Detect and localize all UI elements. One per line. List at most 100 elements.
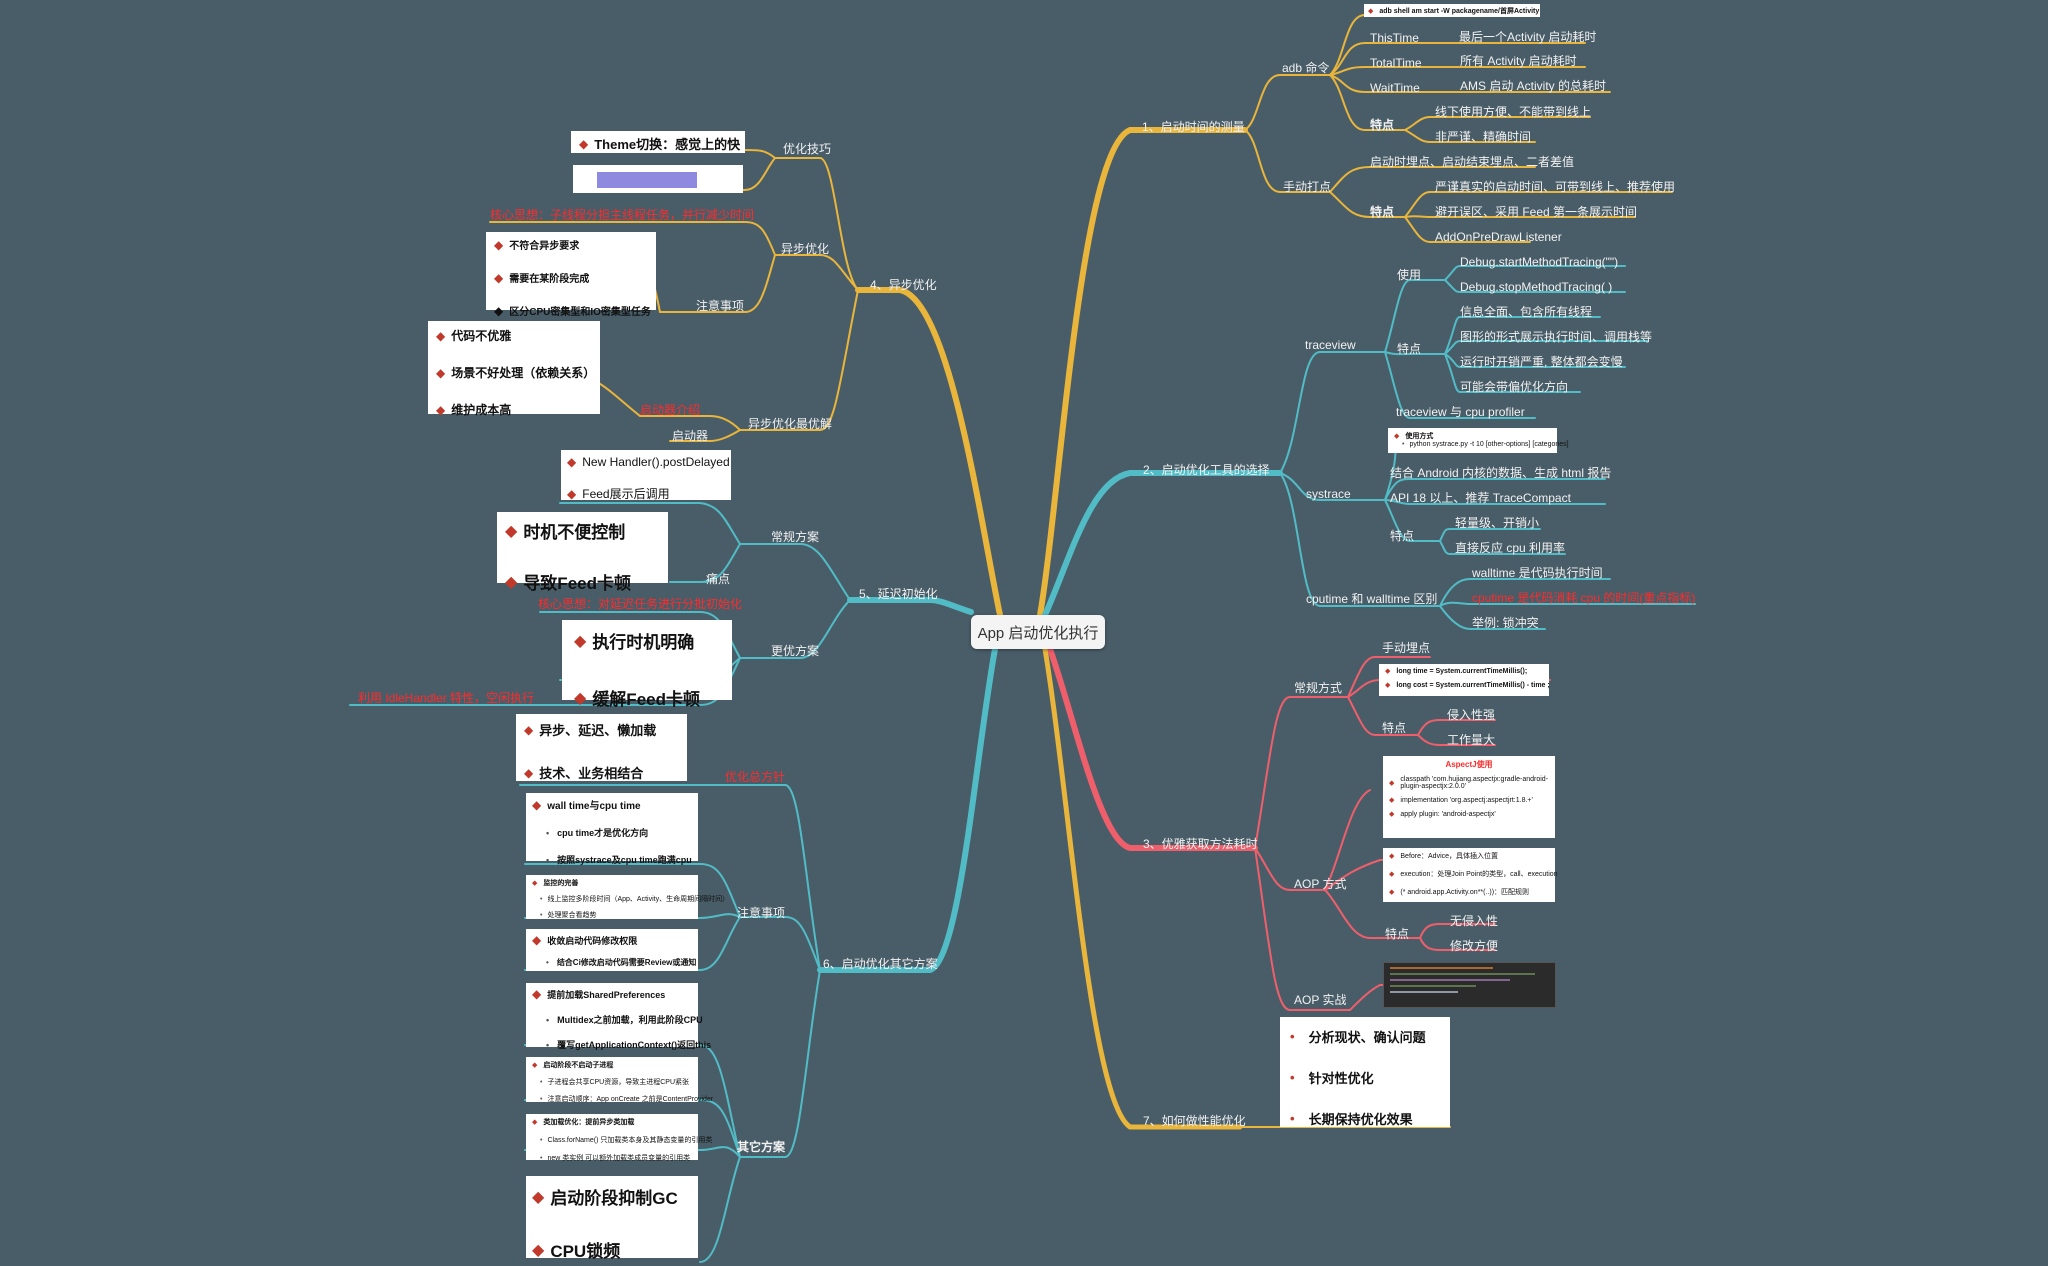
- card-timing-code: ◆long time = System.currentTimeMillis();…: [1379, 664, 1550, 696]
- connector-b4: [855, 287, 1003, 618]
- node-adb-f1[interactable]: 线下使用方便、不能带到线上: [1435, 105, 1592, 119]
- bullet-icon: •: [1290, 1111, 1295, 1126]
- branch-tool-choice[interactable]: 2、启动优化工具的选择: [1143, 463, 1270, 477]
- node-traceview-f3[interactable]: 运行时开销严重, 整体都会变慢: [1460, 355, 1623, 369]
- bullet-icon: ◆: [1368, 8, 1374, 15]
- node-delay-idle[interactable]: 利用 IdleHandler 特性，空闲执行: [358, 691, 535, 705]
- branch-async-opt[interactable]: 4、异步优化: [870, 278, 937, 292]
- node-opt-tips[interactable]: 优化技巧: [783, 142, 832, 156]
- connector-b1: [1037, 127, 1248, 618]
- connector-b3: [1047, 646, 1258, 851]
- node-totaltime[interactable]: TotalTime: [1370, 56, 1422, 70]
- bullet-icon: ◆: [1385, 668, 1391, 675]
- connector-b5: [847, 597, 974, 615]
- bullet-icon: •: [1290, 1029, 1295, 1044]
- node-cputime-walltime[interactable]: cputime 和 walltime 区别: [1306, 592, 1438, 606]
- subprocess-2: 注意启动顺序：App onCreate 之前是ContentProvider: [532, 1094, 713, 1104]
- delay-better-b2: 缓解Feed卡顿: [592, 690, 700, 709]
- async-best-p2: 场景不好处理（依赖关系）: [451, 366, 596, 380]
- node-traceview-use[interactable]: 使用: [1397, 268, 1422, 282]
- bullet-icon: ◆: [505, 522, 518, 540]
- node-manual-f2[interactable]: 避开误区、采用 Feed 第一条展示时间: [1435, 205, 1638, 219]
- node-adb-command[interactable]: adb 命令: [1282, 61, 1330, 75]
- node-normal-f2[interactable]: 工作量大: [1447, 733, 1496, 747]
- node-async[interactable]: 异步优化: [781, 242, 830, 256]
- node-traceview-f1[interactable]: 信息全面、包含所有线程: [1460, 305, 1593, 319]
- async-n3: 区分CPU密集型和IO密集型任务: [509, 307, 651, 318]
- node-manual-f3[interactable]: AddOnPreDrawListener: [1435, 230, 1562, 244]
- async-best-p1: 代码不优雅: [451, 329, 512, 343]
- sp-title: 提前加载SharedPreferences: [547, 989, 666, 1000]
- node-traceview[interactable]: traceview: [1305, 338, 1356, 352]
- node-other-solutions[interactable]: 其它方案: [737, 1140, 786, 1154]
- aspectj-a1: classpath 'com.hujiang.aspectjx:gradle-a…: [1400, 776, 1549, 790]
- branch-other-solutions[interactable]: 6、启动优化其它方案: [823, 957, 938, 971]
- node-totaltime-desc[interactable]: 所有 Activity 启动耗时: [1460, 54, 1577, 68]
- card-perf-steps: •分析现状、确认问题 •针对性优化 •长期保持优化效果: [1280, 1017, 1450, 1127]
- node-traceview-f2[interactable]: 图形的形式展示执行时间、调用栈等: [1460, 330, 1653, 344]
- node-aop-practice[interactable]: AOP 实战: [1294, 993, 1347, 1007]
- node-guide[interactable]: 优化总方针: [725, 770, 786, 784]
- node-adb-f2[interactable]: 非严谨、精确时间: [1435, 130, 1532, 144]
- cpu-lock: CPU锁频: [550, 1242, 621, 1261]
- node-manual-t1[interactable]: 启动时埋点、启动结束埋点、二者差值: [1370, 155, 1575, 169]
- branch-delay-init[interactable]: 5、延迟初始化: [859, 587, 938, 601]
- node-traceview-u2[interactable]: Debug.stopMethodTracing( ): [1460, 280, 1613, 294]
- node-traceview-cmp[interactable]: traceview 与 cpu profiler: [1396, 405, 1525, 419]
- node-manual-f1[interactable]: 严谨真实的启动时间、可带到线上、推荐使用: [1435, 180, 1676, 194]
- node-other-notice[interactable]: 注意事项: [737, 906, 786, 920]
- node-systrace-s1[interactable]: 结合 Android 内核的数据、生成 html 报告: [1390, 466, 1612, 480]
- node-waittime[interactable]: WaitTime: [1370, 81, 1420, 95]
- systrace-usage-cmd: python systrace.py -t 10 [other-options]…: [1394, 441, 1568, 448]
- node-cputime-c2[interactable]: cputime 是代码消耗 cpu 的时间(重点指标): [1472, 591, 1696, 605]
- node-aop-f2[interactable]: 修改方便: [1450, 939, 1499, 953]
- node-async-best[interactable]: 异步优化最优解: [748, 417, 833, 431]
- node-launcher-intro[interactable]: 启动器介绍: [640, 403, 701, 417]
- node-manual-bury[interactable]: 手动埋点: [1382, 641, 1431, 655]
- node-delay-normal[interactable]: 常规方案: [771, 530, 820, 544]
- node-normal-way[interactable]: 常规方式: [1294, 681, 1343, 695]
- delay-normal-n1: New Handler().postDelayed: [582, 455, 730, 469]
- branch-method-timing[interactable]: 3、优雅获取方法耗时: [1143, 837, 1258, 851]
- node-systrace-f1[interactable]: 轻量级、开销小: [1455, 516, 1540, 530]
- aspectj-a2: implementation 'org.aspectj:aspectjrt:1.…: [1400, 796, 1533, 804]
- node-async-notice[interactable]: 注意事项: [696, 299, 745, 313]
- node-aop-f1[interactable]: 无侵入性: [1450, 914, 1499, 928]
- theme-screenshot: [573, 165, 743, 193]
- card-aspectj: AspectJ使用 ◆classpath 'com.hujiang.aspect…: [1383, 756, 1555, 838]
- node-aop-way[interactable]: AOP 方式: [1294, 877, 1347, 891]
- node-cputime-c3[interactable]: 举例: 锁冲突: [1472, 616, 1539, 630]
- bullet-icon: ◆: [567, 455, 577, 469]
- node-adb-feature[interactable]: 特点: [1370, 118, 1395, 132]
- node-aop-feature[interactable]: 特点: [1385, 927, 1410, 941]
- node-thistime-desc[interactable]: 最后一个Activity 启动耗时: [1459, 30, 1597, 44]
- node-manual-tracking[interactable]: 手动打点: [1283, 180, 1332, 194]
- node-cputime-c1[interactable]: walltime 是代码执行时间: [1472, 566, 1603, 580]
- branch-perf-howto[interactable]: 7、如何做性能优化: [1143, 1114, 1246, 1128]
- node-thistime[interactable]: ThisTime: [1370, 31, 1419, 45]
- branch-startup-measure[interactable]: 1、启动时间的测量: [1142, 120, 1245, 134]
- node-normal-feature[interactable]: 特点: [1382, 721, 1407, 735]
- node-launcher[interactable]: 启动器: [672, 429, 709, 443]
- node-waittime-desc[interactable]: AMS 启动 Activity 的总耗时: [1460, 79, 1607, 93]
- root-node[interactable]: App 启动优化执行: [971, 615, 1105, 649]
- node-systrace-s2[interactable]: API 18 以上、推荐 TraceCompact: [1390, 491, 1571, 505]
- card-guide: ◆异步、延迟、懒加载 ◆技术、业务相结合: [516, 714, 687, 781]
- delay-normal-n2: Feed展示后调用: [582, 487, 670, 501]
- node-systrace-feature[interactable]: 特点: [1390, 529, 1415, 543]
- node-traceview-f4[interactable]: 可能会带偏优化方向: [1460, 380, 1569, 394]
- node-normal-f1[interactable]: 侵入性强: [1447, 708, 1496, 722]
- gc-suppress: 启动阶段抑制GC: [550, 1189, 678, 1208]
- node-traceview-u1[interactable]: Debug.startMethodTracing(""): [1460, 255, 1619, 269]
- node-traceview-feature[interactable]: 特点: [1397, 342, 1422, 356]
- node-delay-pain[interactable]: 痛点: [706, 572, 731, 586]
- connector-b6: [817, 646, 998, 973]
- node-delay-better[interactable]: 更优方案: [771, 644, 820, 658]
- node-async-core[interactable]: 核心思想：子线程分担主线程任务，并行减少时间: [490, 208, 755, 222]
- node-manual-feature[interactable]: 特点: [1370, 205, 1395, 219]
- node-delay-core[interactable]: 核心思想：对延迟任务进行分批初始化: [538, 597, 743, 611]
- bullet-icon: ◆: [532, 1241, 545, 1259]
- classload-1: Class.forName() 只加载类本身及其静态变量的引用类: [532, 1135, 712, 1145]
- node-systrace[interactable]: systrace: [1306, 487, 1351, 501]
- node-systrace-f2[interactable]: 直接反应 cpu 利用率: [1455, 541, 1566, 555]
